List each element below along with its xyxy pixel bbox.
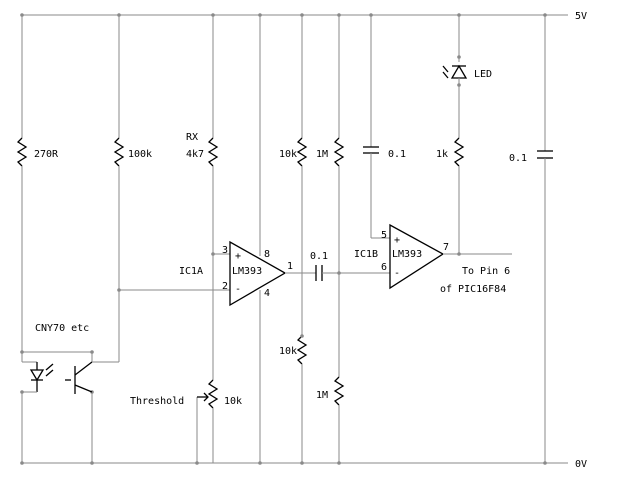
capacitor-decoupling [537, 15, 553, 463]
ic1a-plus-sign: + [235, 251, 241, 262]
led-label: LED [474, 69, 492, 80]
ic1a-pin-gnd: 4 [264, 288, 270, 299]
rail-junctions [20, 13, 547, 465]
ic1b-pin-out: 7 [443, 242, 449, 253]
divider-1m [333, 15, 345, 463]
capacitor-ic1b-label: 0.1 [388, 149, 406, 160]
ic1a-part: LM393 [232, 266, 262, 277]
ic1a-name: IC1A [179, 266, 203, 277]
output-label-line1: To Pin 6 [462, 266, 510, 277]
led-branch [442, 15, 468, 254]
ic1a-pin-out: 1 [287, 261, 293, 272]
resistor-1m-top-label: 1M [316, 149, 328, 160]
resistor-270r-label: 270R [34, 149, 59, 160]
resistor-rx-value: 4k7 [186, 149, 204, 160]
rail-0v-label: 0V [575, 459, 587, 470]
capacitor-coupling-label: 0.1 [310, 251, 328, 262]
capacitor-decoupling-label: 0.1 [509, 153, 527, 164]
resistor-100k-label: 100k [128, 149, 152, 160]
ic1b-plus-sign: + [394, 235, 400, 246]
opamp-ic1a [229, 15, 316, 463]
resistor-100k [92, 15, 125, 363]
ic1b-name: IC1B [354, 249, 378, 260]
rail-5v-label: 5V [575, 11, 587, 22]
resistor-10k-top-label: 10k [279, 149, 297, 160]
threshold-value: 10k [224, 396, 242, 407]
divider-10k [296, 15, 308, 463]
ic1b-pin-minus: 6 [381, 262, 387, 273]
ic1b-pin-plus: 5 [381, 230, 387, 241]
sensor-label: CNY70 etc [35, 323, 89, 334]
ic1a-minus-sign: - [235, 284, 241, 295]
power-rails [22, 14, 568, 464]
resistor-rx [207, 15, 230, 380]
cny70-sensor [20, 350, 94, 463]
ic1a-pin-plus: 3 [222, 245, 228, 256]
ic1a-pin-minus: 2 [222, 281, 228, 292]
resistor-rx-name: RX [186, 132, 198, 143]
ic1a-pin-vcc: 8 [264, 249, 270, 260]
threshold-potentiometer [196, 379, 219, 463]
resistor-10k-bottom-label: 10k [279, 346, 297, 357]
ic1b-minus-sign: - [394, 268, 400, 279]
resistor-1m-bottom-label: 1M [316, 390, 328, 401]
threshold-label: Threshold [130, 396, 184, 407]
capacitor-ic1b [363, 15, 390, 239]
capacitor-coupling [315, 265, 390, 281]
resistor-1k-label: 1k [436, 149, 448, 160]
ic1b-part: LM393 [392, 249, 422, 260]
output-label-line2: of PIC16F84 [440, 284, 506, 295]
resistor-270r [16, 15, 28, 352]
